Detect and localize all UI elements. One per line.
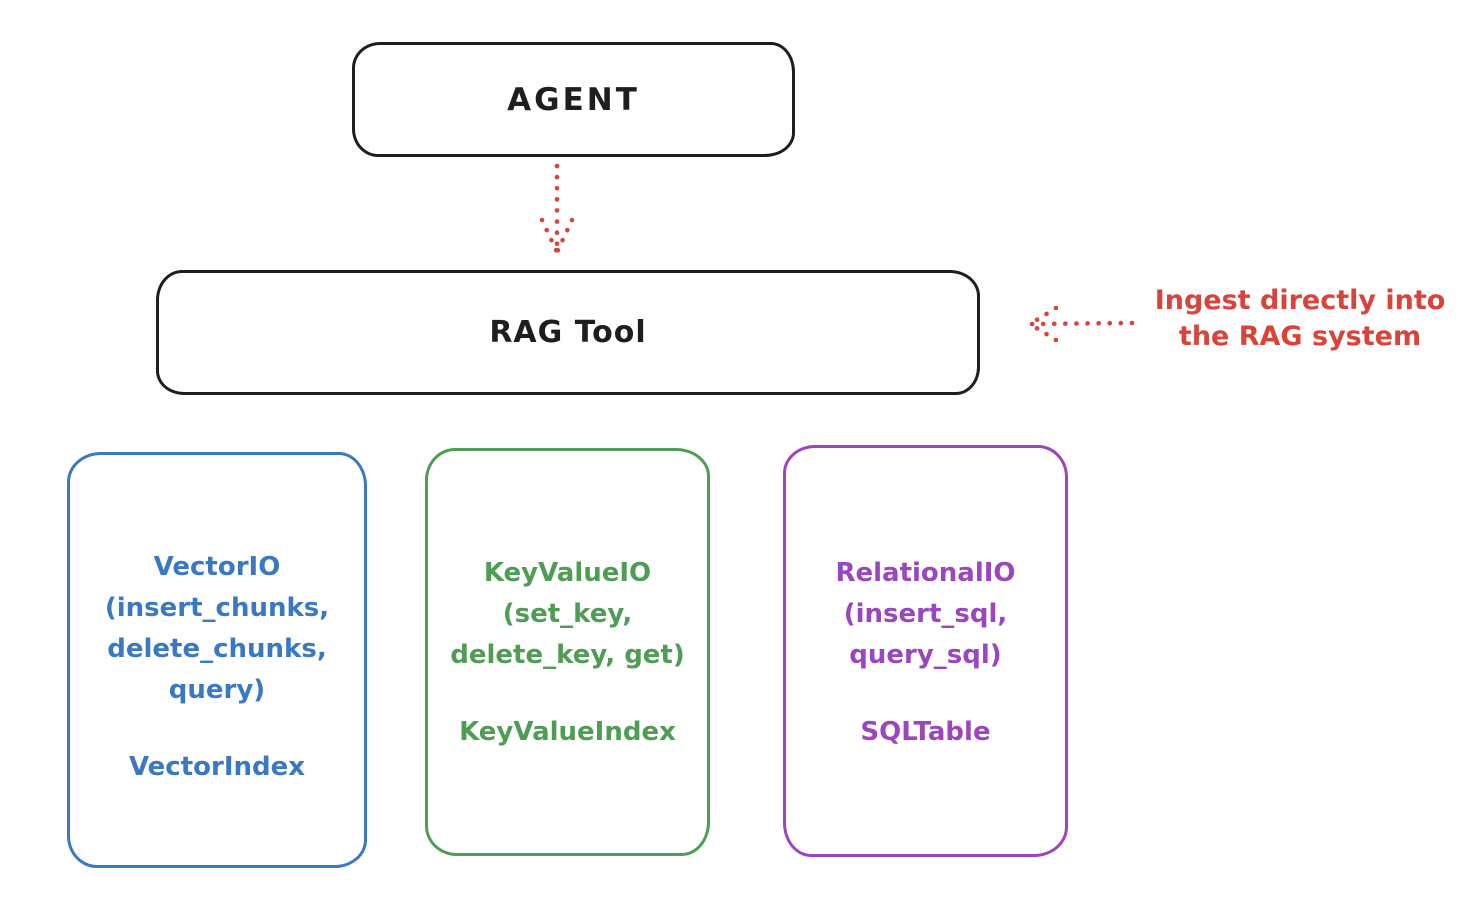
agent-node: AGENT — [352, 42, 795, 157]
sql-table-label: SQLTable — [860, 717, 991, 747]
annotation-line-2: the RAG system — [1178, 321, 1422, 352]
relational-io-line-3: query_sql) — [849, 640, 1002, 670]
relational-io-node: RelationalIO (insert_sql, query_sql) SQL… — [783, 445, 1068, 857]
key-value-io-line-1: KeyValueIO — [483, 558, 652, 588]
relational-io-line-2: (insert_sql, — [843, 599, 1008, 629]
vector-io-line-1: VectorIO — [153, 552, 281, 582]
annotation-arrow-icon — [1027, 305, 1135, 343]
spacer — [786, 676, 1065, 712]
spacer — [70, 711, 364, 747]
vector-io-node: VectorIO (insert_chunks, delete_chunks, … — [67, 452, 367, 868]
vector-io-line-3: delete_chunks, — [107, 634, 327, 664]
vector-io-line-2: (insert_chunks, — [104, 593, 330, 623]
key-value-io-line-2: (set_key, — [502, 599, 633, 629]
agent-label: AGENT — [507, 81, 640, 118]
key-value-index-label: KeyValueIndex — [459, 717, 676, 747]
key-value-io-node: KeyValueIO (set_key, delete_key, get) Ke… — [425, 448, 710, 856]
relational-io-line-1: RelationalIO — [835, 558, 1016, 588]
agent-to-rag-arrow-icon — [539, 163, 575, 255]
rag-tool-node: RAG Tool — [156, 270, 980, 395]
key-value-io-line-3: delete_key, get) — [450, 640, 685, 670]
spacer — [428, 676, 707, 712]
vector-index-label: VectorIndex — [128, 752, 306, 782]
annotation-line-1: Ingest directly into — [1154, 285, 1446, 316]
vector-io-line-4: query) — [168, 675, 266, 705]
rag-tool-label: RAG Tool — [489, 315, 647, 350]
annotation-text: Ingest directly into the RAG system — [1128, 283, 1472, 355]
